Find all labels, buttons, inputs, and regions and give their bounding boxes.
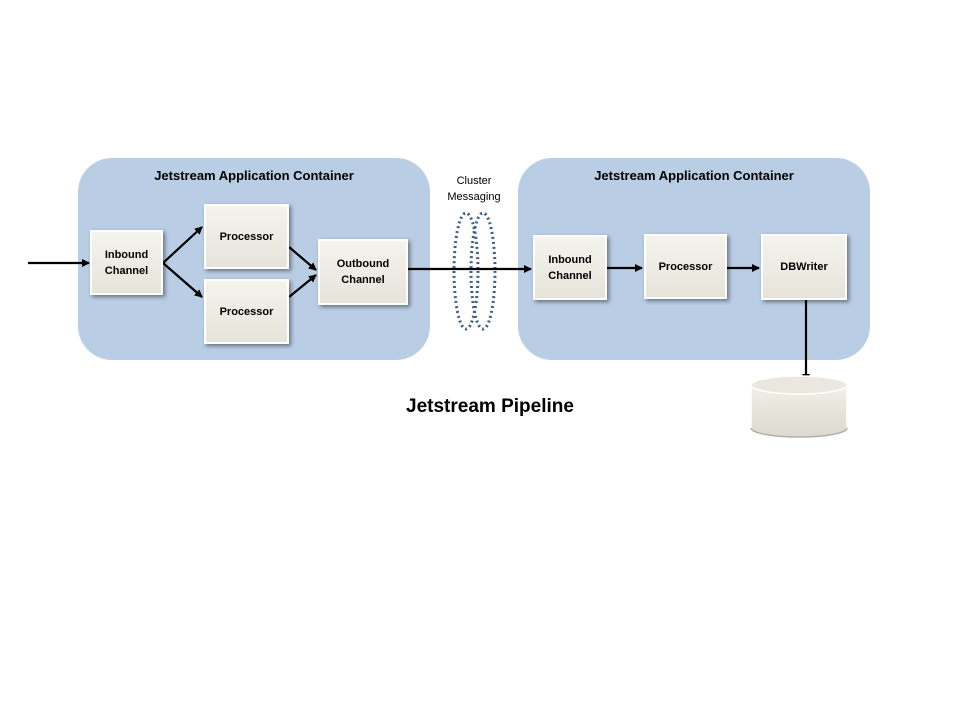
database-cylinder-icon [750,375,848,438]
container-title-right: Jetstream Application Container [594,168,794,183]
cluster-ring-1 [452,211,480,331]
cluster-messaging-label: Cluster Messaging [447,175,501,203]
left-inbound-channel: Inbound Channel [90,230,163,295]
pipeline-title: Jetstream Pipeline [406,396,574,417]
arrow-inbound-to-processor-top [162,226,203,264]
cluster-ring-2 [469,211,497,331]
arrow-processor-bottom-to-outbound [288,274,317,298]
container-title-left: Jetstream Application Container [154,168,354,183]
left-outbound-channel: Outbound Channel [318,239,408,305]
right-processor: Processor [644,234,727,299]
right-inbound-channel: Inbound Channel [533,235,607,300]
arrow-processor-top-to-outbound [288,246,317,271]
left-processor-top: Processor [204,204,289,269]
arrow-inbound-to-processor-bottom [162,262,203,298]
left-processor-bottom: Processor [204,279,289,344]
right-dbwriter: DBWriter [761,234,847,300]
